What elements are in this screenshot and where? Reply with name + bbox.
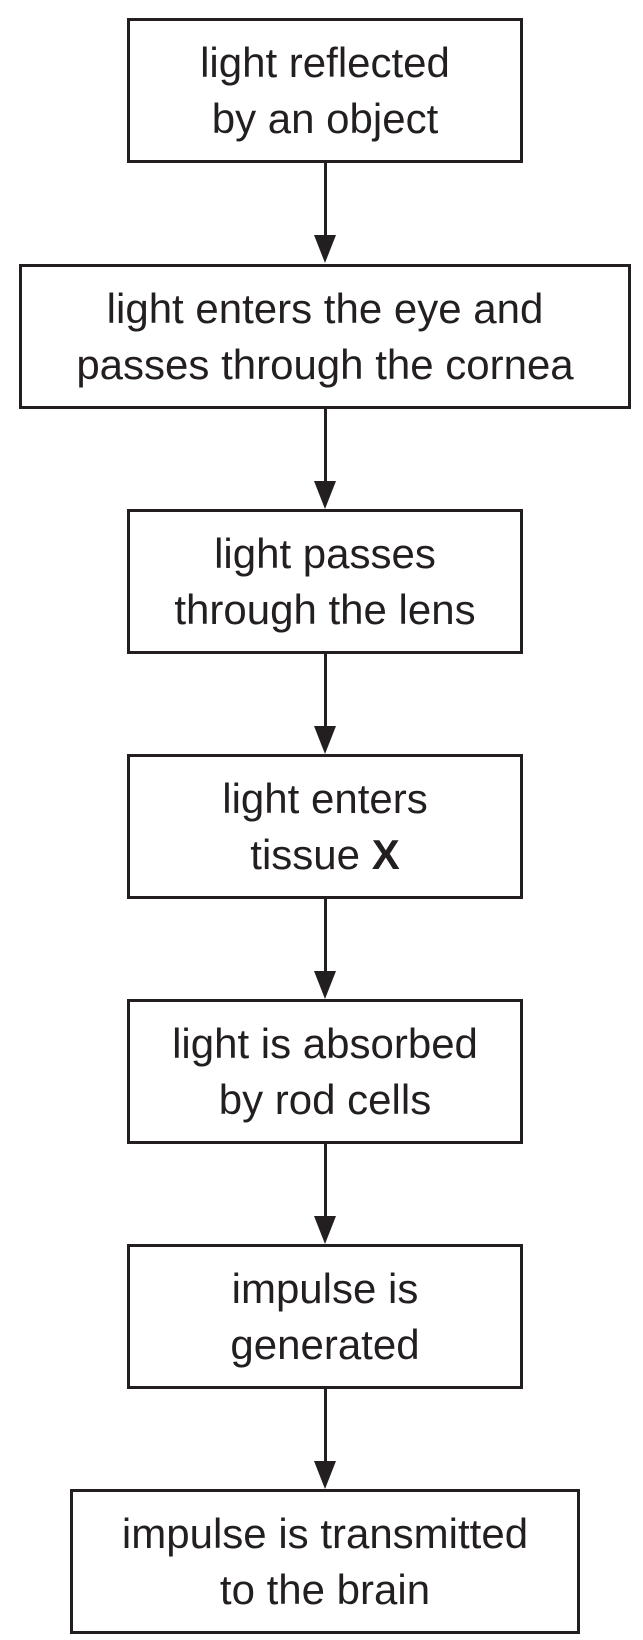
- step-2-line-2: passes through the cornea: [76, 340, 574, 388]
- step-rod-cells-box: light is absorbed by rod cells: [127, 999, 523, 1144]
- step-5-line-1: light is absorbed: [172, 1019, 478, 1067]
- step-4-line-2: tissue X: [250, 827, 399, 883]
- step-5-line-2: by rod cells: [218, 1075, 432, 1123]
- step-4-line-2-text: tissue: [250, 830, 372, 878]
- step-6-line-2: generated: [230, 1320, 420, 1368]
- step-impulse-generated-box: impulse is generated: [127, 1244, 523, 1389]
- step-2-line-1: light enters the eye and: [106, 284, 544, 332]
- step-lens-box: light passes through the lens: [127, 509, 523, 654]
- step-6-line-1: impulse is: [231, 1264, 419, 1312]
- step-1-line-1: light reflected: [200, 38, 450, 86]
- tissue-x-label: X: [371, 830, 400, 878]
- step-3-line-2: through the lens: [174, 585, 476, 633]
- step-3-line-1: light passes: [214, 529, 436, 577]
- step-4-line-1: light enters: [222, 774, 428, 822]
- step-7-line-1: impulse is transmitted: [121, 1509, 529, 1557]
- step-cornea-box: light enters the eye and passes through …: [19, 264, 631, 409]
- step-light-reflected-box: light reflected by an object: [127, 18, 523, 163]
- step-7-line-2: to the brain: [219, 1565, 431, 1613]
- step-1-line-2: by an object: [211, 94, 439, 142]
- step-impulse-transmitted-box: impulse is transmitted to the brain: [70, 1489, 580, 1634]
- step-tissue-x-box: light enters tissue X: [127, 754, 523, 899]
